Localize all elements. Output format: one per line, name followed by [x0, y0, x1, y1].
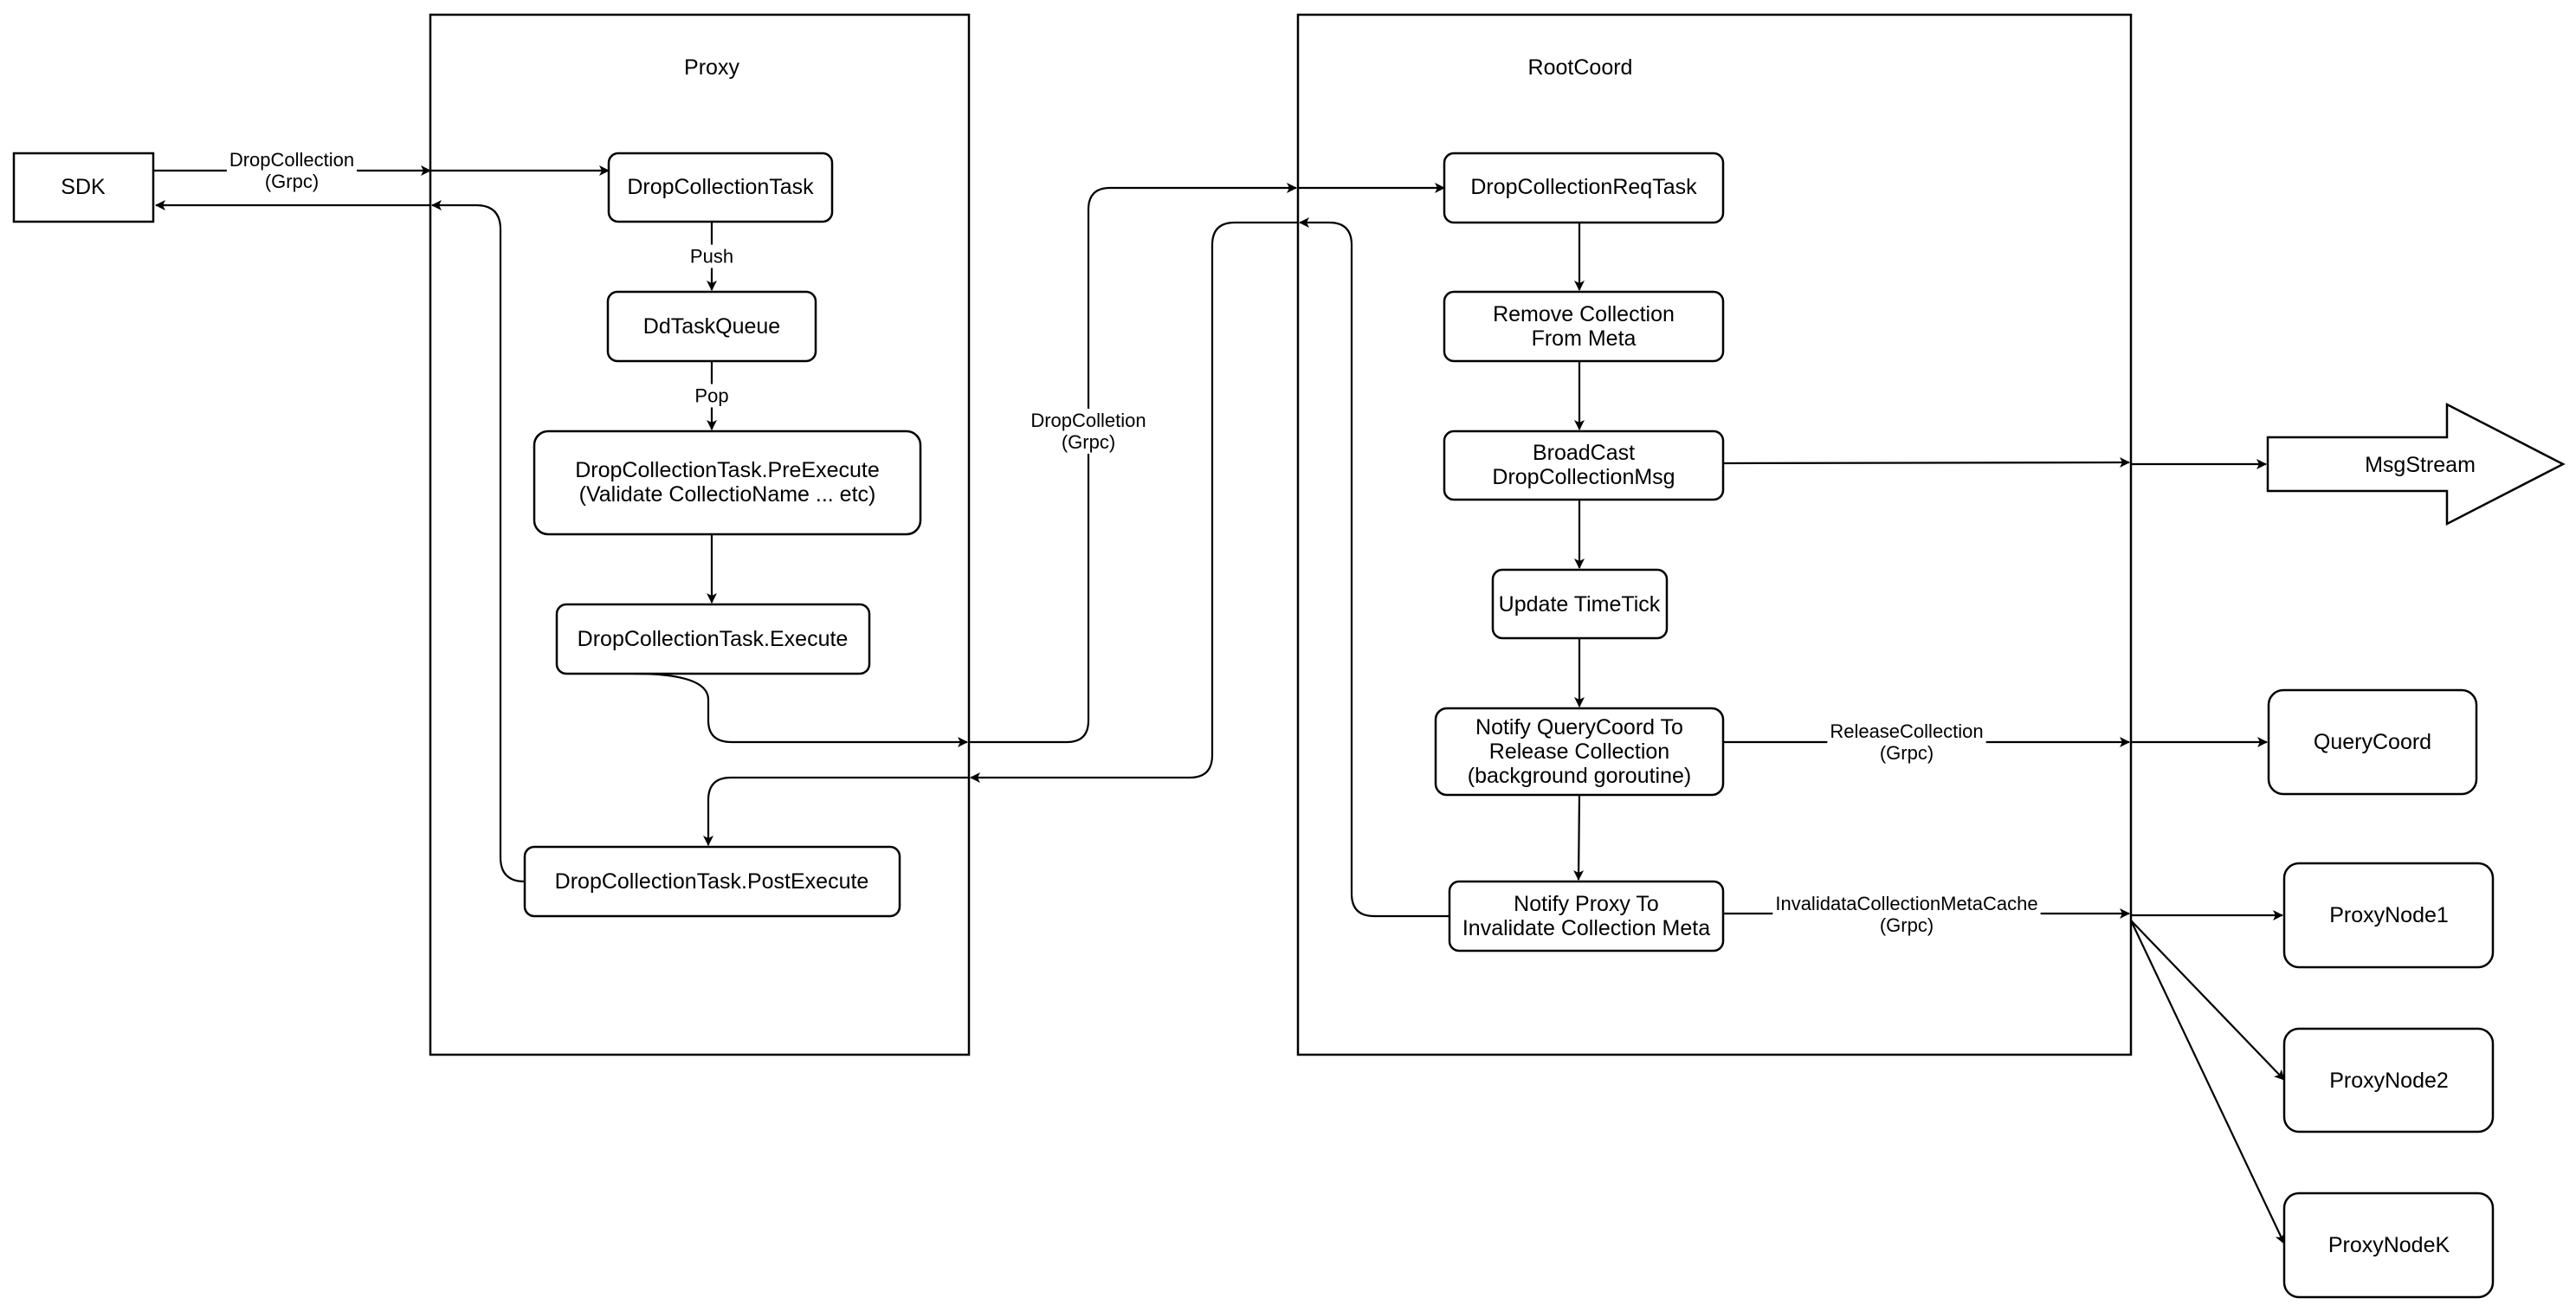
- edge-label-release: ReleaseCollection(Grpc): [1827, 720, 1986, 765]
- edge-label-push: Push: [687, 244, 737, 268]
- remove-collection-meta-node-line-1: Remove Collection: [1493, 302, 1675, 326]
- edge-postexec-return: [431, 200, 526, 883]
- proxynode2-node: ProxyNode2: [2282, 1027, 2495, 1133]
- post-execute-node-line-1: DropCollectionTask.PostExecute: [555, 869, 869, 894]
- edge-notify-proxy-return: [1299, 217, 1449, 918]
- execute-node-line-1: DropCollectionTask.Execute: [578, 627, 849, 651]
- dd-task-queue-node-line-1: DdTaskQueue: [643, 314, 780, 339]
- proxynode1-node-line-1: ProxyNode1: [2329, 903, 2449, 927]
- edge-label-release-line-2: (Grpc): [1880, 742, 1934, 764]
- edge-label-rootcoord-call: DropColletion(Grpc): [1028, 409, 1149, 454]
- nodes: SDK DropCollectionTask DdTaskQueue DropC…: [12, 152, 2566, 1299]
- edge-label-push-line-1: Push: [690, 246, 733, 268]
- update-timetick-node-line-1: Update TimeTick: [1499, 592, 1661, 617]
- edge-to-proxynode2: [2130, 920, 2285, 1081]
- edge-to-postexec: [703, 776, 969, 846]
- proxynode1-node: ProxyNode1: [2282, 862, 2495, 969]
- proxy-container: Proxy: [429, 13, 971, 1056]
- post-execute-node: DropCollectionTask.PostExecute: [523, 845, 901, 918]
- edge-label-invalidate-background: [1772, 892, 2041, 937]
- notify-querycoord-node-line-3: (background goroutine): [1468, 764, 1692, 788]
- msgstream-node-line-1: MsgStream: [2365, 453, 2476, 477]
- edge-label-push-background: [687, 244, 737, 268]
- pre-execute-node-line-1: DropCollectionTask.PreExecute: [575, 458, 880, 482]
- edge-label-invalidate-line-1: InvalidataCollectionMetaCache: [1775, 893, 2037, 914]
- querycoord-node-line-1: QueryCoord: [2314, 730, 2431, 754]
- msgstream-node: MsgStream: [2266, 402, 2566, 526]
- drop-collection-task-node: DropCollectionTask: [607, 152, 834, 223]
- broadcast-msg-node-line-1: BroadCast: [1533, 441, 1635, 465]
- edge-label-pop: Pop: [692, 384, 732, 408]
- edge-label-rootcoord-call-line-1: DropColletion: [1030, 410, 1146, 431]
- edge-label-pop-line-1: Pop: [694, 385, 728, 407]
- drop-collection-req-task-node-line-1: DropCollectionReqTask: [1470, 175, 1697, 199]
- edge-label-sdk-call-line-2: (Grpc): [265, 171, 319, 192]
- edge-label-pop-background: [692, 384, 732, 408]
- proxynode2-node-line-1: ProxyNode2: [2329, 1069, 2449, 1093]
- sdk-node: SDK: [12, 152, 155, 223]
- edges: [153, 165, 2285, 1244]
- pre-execute-node-line-2: (Validate CollectioName ... etc): [579, 482, 876, 507]
- edge-rootcoord-to-proxy: [970, 221, 1298, 783]
- proxynodek-node-line-1: ProxyNodeK: [2328, 1233, 2450, 1257]
- edge-exec-to-frame: [633, 672, 968, 747]
- edge-broadcast-to-frame: [1722, 457, 2130, 468]
- edge-label-invalidate-line-2: (Grpc): [1880, 914, 1934, 936]
- sdk-node-line-1: SDK: [61, 175, 106, 199]
- update-timetick-node: Update TimeTick: [1491, 568, 1669, 640]
- querycoord-node: QueryCoord: [2267, 688, 2478, 796]
- rootcoord-container: RootCoord: [1296, 13, 2133, 1056]
- notify-proxy-node-line-2: Invalidate Collection Meta: [1462, 916, 1710, 940]
- proxy-container-title: Proxy: [684, 55, 739, 80]
- edge-label-sdk-call-line-1: DropCollection: [229, 149, 354, 171]
- pre-execute-node: DropCollectionTask.PreExecute(Validate C…: [533, 429, 922, 536]
- edge-to-proxynodek: [2130, 920, 2285, 1244]
- proxynodek-node: ProxyNodeK: [2282, 1192, 2495, 1299]
- remove-collection-meta-node-line-2: From Meta: [1532, 326, 1637, 351]
- drop-collection-req-task-node: DropCollectionReqTask: [1443, 152, 1725, 224]
- rootcoord-container-title: RootCoord: [1528, 55, 1633, 80]
- edge-label-sdk-call: DropCollection(Grpc): [226, 148, 358, 193]
- notify-proxy-node-line-1: Notify Proxy To: [1514, 892, 1659, 916]
- edge-label-rootcoord-call-background: [1028, 409, 1149, 454]
- edge-labels: DropCollection(Grpc) Push Pop DropCollet…: [226, 148, 2041, 937]
- edge-label-invalidate: InvalidataCollectionMetaCache(Grpc): [1772, 892, 2041, 937]
- dd-task-queue-node: DdTaskQueue: [606, 290, 817, 363]
- edge-label-rootcoord-call-line-2: (Grpc): [1062, 431, 1115, 453]
- execute-node: DropCollectionTask.Execute: [555, 603, 871, 675]
- notify-querycoord-node-line-1: Notify QueryCoord To: [1475, 715, 1683, 739]
- drop-collection-task-node-line-1: DropCollectionTask: [627, 175, 814, 199]
- edge-label-release-background: [1827, 720, 1986, 765]
- edge-label-sdk-call-background: [226, 148, 358, 193]
- broadcast-msg-node-line-2: DropCollectionMsg: [1492, 465, 1675, 489]
- edge-label-release-line-1: ReleaseCollection: [1830, 720, 1983, 742]
- notify-querycoord-node-line-2: Release Collection: [1489, 739, 1669, 764]
- edge-to-rootcoord: [969, 183, 1297, 744]
